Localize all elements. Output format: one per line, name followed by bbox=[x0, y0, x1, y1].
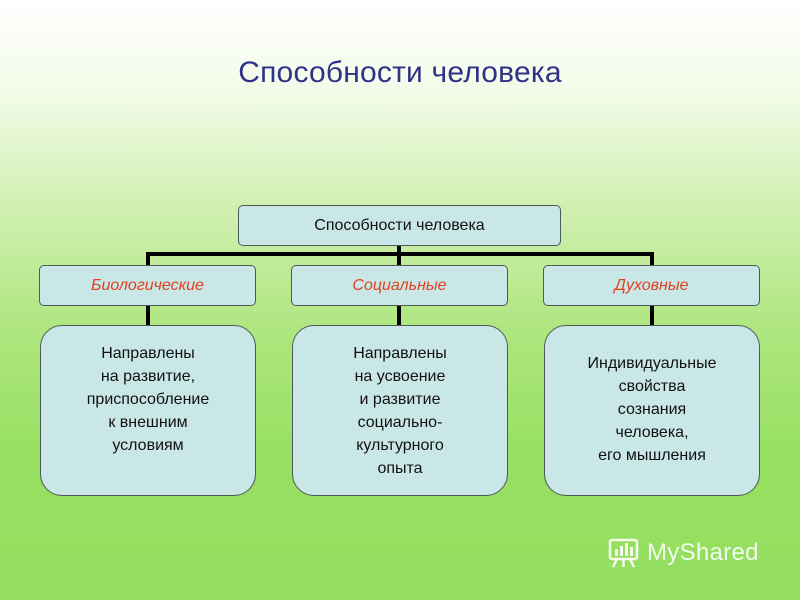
root-node: Способности человека bbox=[238, 205, 561, 246]
connector-social-desc bbox=[397, 306, 401, 325]
description-social-text: Направлены на усвоение и развитие социал… bbox=[353, 345, 447, 477]
connector-to-social bbox=[397, 252, 401, 265]
description-social: Направлены на усвоение и развитие социал… bbox=[292, 325, 508, 496]
description-biological-text: Направлены на развитие, приспособление к… bbox=[86, 345, 210, 454]
description-biological: Направлены на развитие, приспособление к… bbox=[40, 325, 256, 496]
connector-spiritual-desc bbox=[650, 306, 654, 325]
slide-title: Способности человека bbox=[238, 56, 562, 89]
connector-to-spiritual bbox=[650, 252, 654, 265]
description-spiritual: Индивидуальные свойства сознания человек… bbox=[544, 325, 760, 496]
watermark: MyShared bbox=[608, 537, 759, 569]
connector-biological-desc bbox=[146, 306, 150, 325]
myshared-logo-icon bbox=[608, 538, 639, 568]
watermark-text: MyShared bbox=[647, 539, 759, 566]
description-spiritual-text: Индивидуальные свойства сознания человек… bbox=[587, 355, 717, 464]
category-social: Социальные bbox=[291, 265, 508, 306]
connector-to-biological bbox=[146, 252, 150, 265]
category-spiritual: Духовные bbox=[543, 265, 760, 306]
category-biological: Биологические bbox=[39, 265, 256, 306]
connector-root-down bbox=[397, 246, 401, 254]
